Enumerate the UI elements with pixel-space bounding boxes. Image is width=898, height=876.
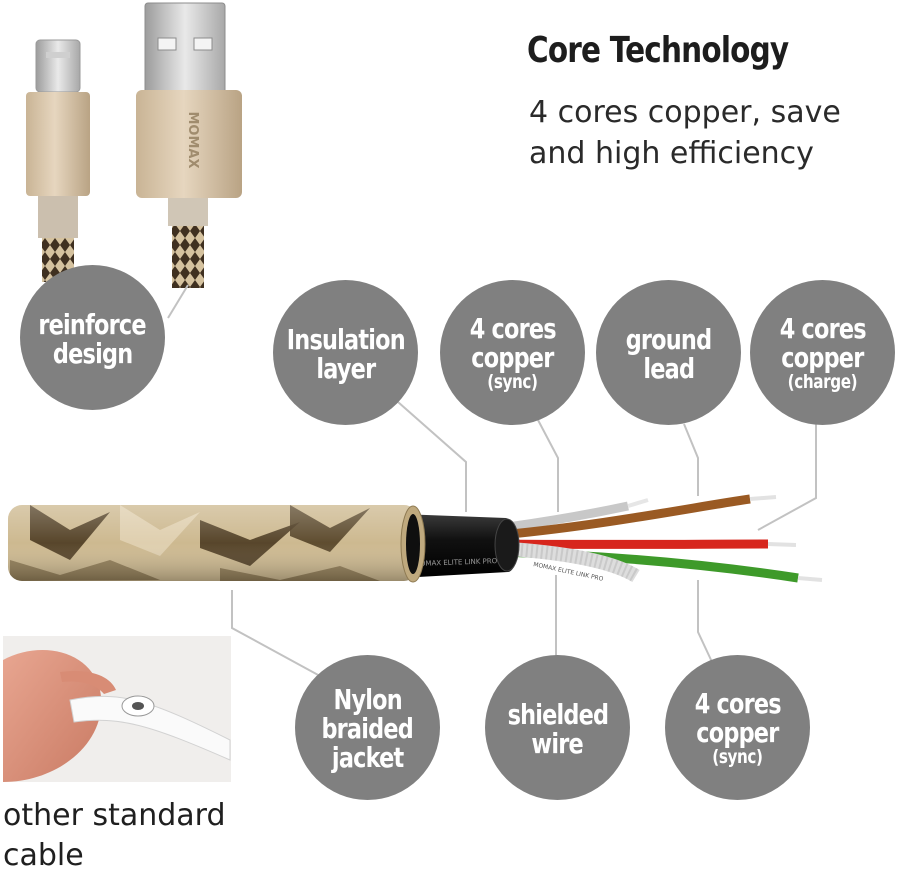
callout-label: reinforce (39, 310, 146, 339)
leader-copper-charge (758, 424, 816, 530)
callout-label: 4 cores (694, 689, 780, 718)
braided-jacket (8, 505, 425, 582)
callout-label: 4 cores (779, 314, 865, 343)
callout-label: ground (626, 325, 712, 354)
callout-insulation-layer: Insulation layer (273, 280, 418, 425)
callout-label: layer (316, 354, 375, 383)
callout-label: lead (643, 354, 694, 383)
leader-copper-sync-top (538, 420, 558, 512)
caption-line: other standard (3, 796, 226, 836)
callout-label: design (53, 339, 132, 368)
standard-cable-caption: other standard cable (3, 796, 226, 876)
callout-label: 4 cores (469, 314, 555, 343)
callout-copper-sync-top: 4 cores copper (sync) (440, 280, 585, 425)
description-line: 4 cores copper, save (529, 95, 841, 130)
description-line: and high efficiency (529, 136, 814, 171)
callout-note: (sync) (487, 372, 537, 393)
callout-label: copper (471, 343, 553, 372)
leader-insulation (398, 402, 466, 512)
callout-shielded-wire: shielded wire (485, 655, 630, 800)
callout-ground-lead: ground lead (596, 280, 741, 425)
usb-connector-icon: MOMAX (136, 3, 242, 288)
core-technology-title: Core Technology (527, 30, 788, 71)
caption-line: cable (3, 836, 226, 876)
callout-label: shielded (507, 700, 608, 729)
leader-copper-sync-bottom (698, 580, 712, 662)
callout-label: Nylon (333, 685, 401, 714)
core-technology-description: 4 cores copper, save and high efficiency (529, 92, 889, 174)
callout-label: braided (322, 714, 414, 743)
leader-nylon (232, 590, 320, 676)
leader-ground (684, 424, 698, 496)
callout-label: wire (532, 729, 583, 758)
callout-label: jacket (332, 743, 403, 772)
callout-note: (sync) (712, 747, 762, 768)
callout-label: copper (696, 718, 778, 747)
lightning-connector-icon (26, 40, 90, 282)
callout-label: Insulation (286, 325, 404, 354)
callout-nylon-braided-jacket: Nylon braided jacket (295, 655, 440, 800)
brand-mark: MOMAX (185, 111, 200, 168)
leader-reinforce (168, 285, 188, 318)
callout-copper-sync-bottom: 4 cores copper (sync) (665, 655, 810, 800)
callout-reinforce-design: reinforce design (20, 265, 165, 410)
callout-copper-charge: 4 cores copper (charge) (750, 280, 895, 425)
inner-wires: MOMAX ELITE LINK PRO (496, 497, 822, 583)
callout-note: (charge) (788, 372, 857, 393)
callout-label: copper (781, 343, 863, 372)
standard-cable-photo (3, 636, 231, 782)
